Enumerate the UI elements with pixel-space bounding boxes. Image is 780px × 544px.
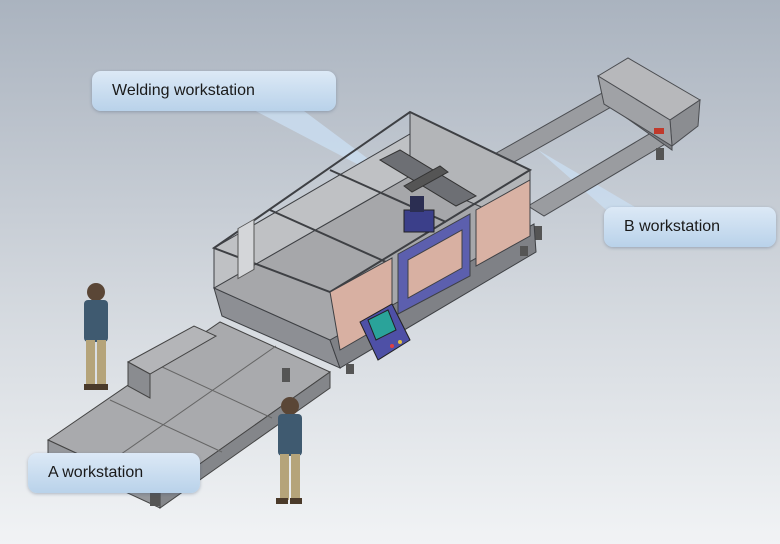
welding-cell <box>211 110 537 374</box>
operator-figure-left <box>84 283 108 390</box>
a-workstation-callout: A workstation <box>28 453 200 493</box>
b-workstation-rails <box>483 57 701 240</box>
operator-figure-right <box>276 397 302 504</box>
b-workstation-callout: B workstation <box>604 207 776 247</box>
welding-workstation-callout: Welding workstation <box>92 71 336 111</box>
